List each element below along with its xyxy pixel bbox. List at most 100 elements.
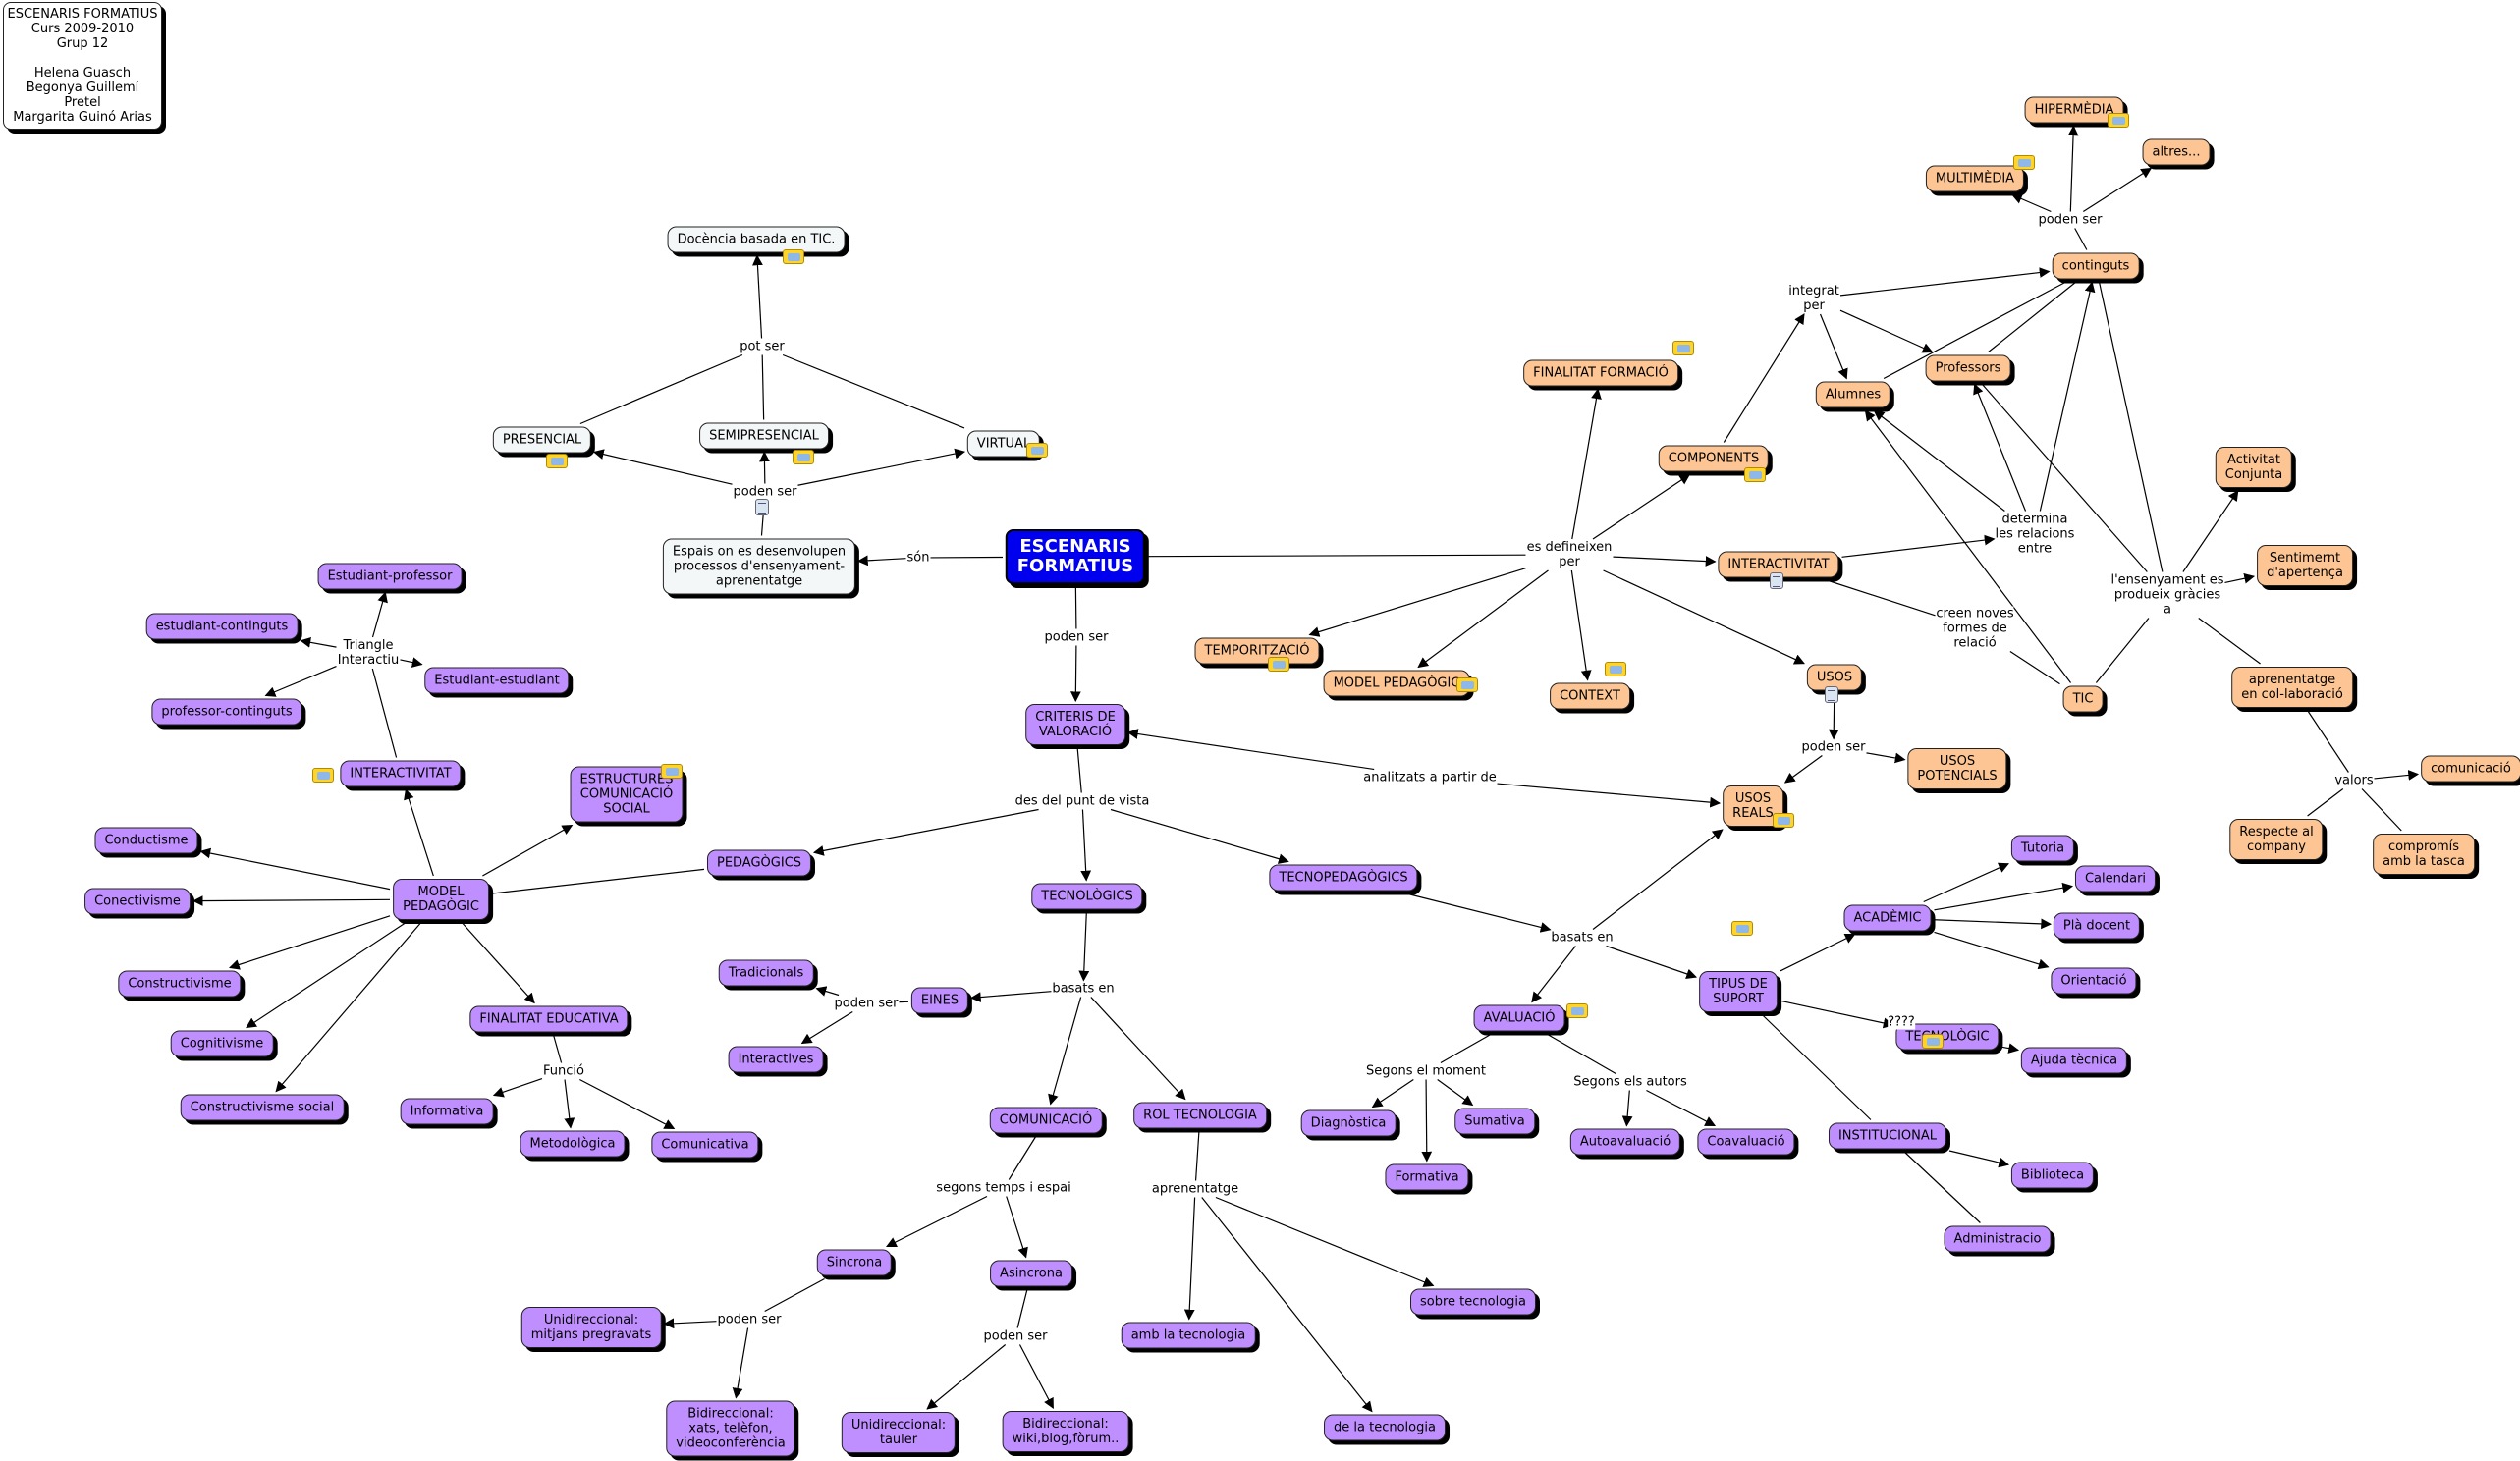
concept-finalitat-formacio[interactable]: FINALITAT FORMACIÓ — [1523, 359, 1678, 387]
concept-amb-tecnologia[interactable]: amb la tecnologia — [1121, 1322, 1256, 1349]
resource-link-icon[interactable] — [312, 768, 334, 783]
connector-virtual-to-pot-ser — [782, 353, 965, 429]
concept-alumnes[interactable]: Alumnes — [1815, 381, 1891, 408]
resource-link-icon[interactable] — [1566, 1003, 1588, 1018]
concept-bidireccional-xats[interactable]: Bidireccional:xats, telèfon,videoconferè… — [666, 1400, 795, 1457]
resource-link-icon[interactable] — [1268, 657, 1289, 672]
connector-tipus-suport-to-academic — [1780, 933, 1856, 972]
concept-docencia[interactable]: Docència basada en TIC. — [667, 226, 846, 253]
concept-autoavaluacio[interactable]: Autoavaluació — [1569, 1128, 1681, 1156]
concept-sincrona[interactable]: Sincrona — [816, 1249, 893, 1276]
resource-link-icon[interactable] — [546, 454, 568, 468]
concept-metodologica[interactable]: Metodològica — [520, 1130, 626, 1158]
resource-link-icon[interactable] — [661, 764, 683, 779]
concept-estudiant-estudiant[interactable]: Estudiant-estudiant — [424, 667, 570, 694]
concept-conductisme[interactable]: Conductisme — [94, 827, 198, 854]
concept-temporitzacio[interactable]: TEMPORITZACIÓ — [1194, 637, 1320, 665]
resource-link-icon[interactable] — [1605, 662, 1626, 676]
concept-cognitivisme[interactable]: Cognitivisme — [170, 1030, 274, 1057]
concept-asincrona[interactable]: Asincrona — [990, 1260, 1072, 1287]
concept-calendari[interactable]: Calendari — [2074, 865, 2157, 893]
concept-tutoria[interactable]: Tutoria — [2010, 835, 2075, 862]
concept-interactives[interactable]: Interactives — [728, 1046, 824, 1073]
resource-link-icon[interactable] — [1744, 467, 1766, 482]
concept-diagnostica[interactable]: Diagnòstica — [1300, 1109, 1397, 1137]
concept-finalitat-educativa[interactable]: FINALITAT EDUCATIVA — [469, 1005, 629, 1033]
concept-interactivitat-p[interactable]: INTERACTIVITAT — [340, 760, 462, 787]
link-label-des-del-punt: des del punt de vista — [1014, 793, 1150, 809]
concept-estudiant-continguts[interactable]: estudiant-continguts — [145, 613, 299, 640]
concept-continguts[interactable]: continguts — [2052, 252, 2140, 280]
resource-link-icon[interactable] — [1026, 443, 1048, 458]
concept-sumativa[interactable]: Sumativa — [1454, 1108, 1535, 1135]
concept-estudiant-professor[interactable]: Estudiant-professor — [317, 563, 463, 590]
concept-academic[interactable]: ACADÈMIC — [1843, 904, 1932, 932]
concept-de-tecnologia[interactable]: de la tecnologia — [1324, 1414, 1446, 1441]
document-icon[interactable] — [1770, 572, 1783, 589]
concept-professor-continguts[interactable]: professor-continguts — [151, 698, 302, 726]
concept-rol-tecnologia[interactable]: ROL TECNOLOGIA — [1133, 1102, 1267, 1129]
resource-link-icon[interactable] — [1672, 341, 1694, 355]
concept-comunicacio[interactable]: COMUNICACIÓ — [989, 1107, 1103, 1134]
connector-determina-to-continguts — [2039, 281, 2096, 512]
concept-avaluacio[interactable]: AVALUACIÓ — [1473, 1004, 1565, 1032]
concept-coavaluacio[interactable]: Coavaluació — [1697, 1128, 1795, 1156]
concept-altres[interactable]: altres... — [2142, 138, 2211, 166]
concept-comunicativa[interactable]: Comunicativa — [651, 1131, 759, 1159]
concept-administracio[interactable]: Administracio — [1944, 1225, 2052, 1253]
resource-link-icon[interactable] — [1731, 921, 1753, 936]
concept-tecnopedagogics[interactable]: TECNOPEDAGÒGICS — [1269, 864, 1418, 892]
concept-pedagogics[interactable]: PEDAGÒGICS — [706, 849, 812, 877]
concept-eines[interactable]: EINES — [910, 987, 969, 1014]
concept-tecnologic[interactable]: TECNOLÒGIC — [1895, 1023, 2000, 1051]
concept-hipermedia[interactable]: HIPERMÈDIA — [2024, 96, 2124, 124]
resource-link-icon[interactable] — [1456, 677, 1478, 692]
concept-tic[interactable]: TIC — [2062, 685, 2104, 713]
concept-unidireccional-tauler[interactable]: Unidireccional:tauler — [841, 1412, 957, 1453]
concept-context[interactable]: CONTEXT — [1550, 682, 1630, 710]
resource-link-icon[interactable] — [783, 249, 804, 264]
concept-professors[interactable]: Professors — [1925, 354, 2011, 382]
resource-link-icon[interactable] — [2108, 113, 2129, 128]
resource-link-icon[interactable] — [2013, 155, 2035, 170]
concept-presencial[interactable]: PRESENCIAL — [492, 426, 592, 454]
concept-institucional[interactable]: INSTITUCIONAL — [1828, 1122, 1947, 1150]
concept-pla-docent[interactable]: Plà docent — [2053, 912, 2141, 940]
concept-multimedia[interactable]: MULTIMÈDIA — [1925, 165, 2025, 192]
concept-constructivisme-social[interactable]: Constructivisme social — [180, 1094, 345, 1121]
resource-link-icon[interactable] — [793, 450, 814, 464]
concept-comunicacio-o[interactable]: comunicació — [2421, 755, 2520, 783]
concept-tradicionals[interactable]: Tradicionals — [718, 959, 814, 987]
concept-conectivisme[interactable]: Conectivisme — [84, 888, 191, 915]
concept-unidireccional-mitjans[interactable]: Unidireccional:mitjans pregravats — [520, 1307, 662, 1348]
concept-constructivisme[interactable]: Constructivisme — [118, 970, 242, 998]
resource-link-icon[interactable] — [1773, 813, 1794, 828]
resource-link-icon[interactable] — [1922, 1034, 1944, 1049]
concept-formativa[interactable]: Formativa — [1385, 1163, 1469, 1191]
document-icon[interactable] — [1825, 686, 1838, 703]
concept-ajuda-tecnica[interactable]: Ajuda tècnica — [2020, 1047, 2128, 1074]
concept-interactivitat-o[interactable]: INTERACTIVITAT — [1718, 551, 1839, 578]
concept-bidireccional-wiki[interactable]: Bidireccional:wiki,blog,fòrum.. — [1002, 1411, 1129, 1452]
document-icon[interactable] — [755, 499, 769, 515]
concept-orientacio[interactable]: Orientació — [2051, 967, 2137, 995]
connector-poden-ser-usos-to-usos-reals — [1783, 755, 1823, 784]
concept-informativa[interactable]: Informativa — [400, 1098, 494, 1125]
concept-biblioteca[interactable]: Biblioteca — [2010, 1162, 2095, 1189]
concept-semipresencial[interactable]: SEMIPRESENCIAL — [699, 422, 829, 450]
concept-sobre-tecnologia[interactable]: sobre tecnologia — [1410, 1288, 1536, 1316]
concept-model-pedagogic-o[interactable]: MODEL PEDAGÒGIC — [1323, 670, 1470, 697]
concept-tecnologics[interactable]: TECNOLÒGICS — [1031, 883, 1143, 910]
